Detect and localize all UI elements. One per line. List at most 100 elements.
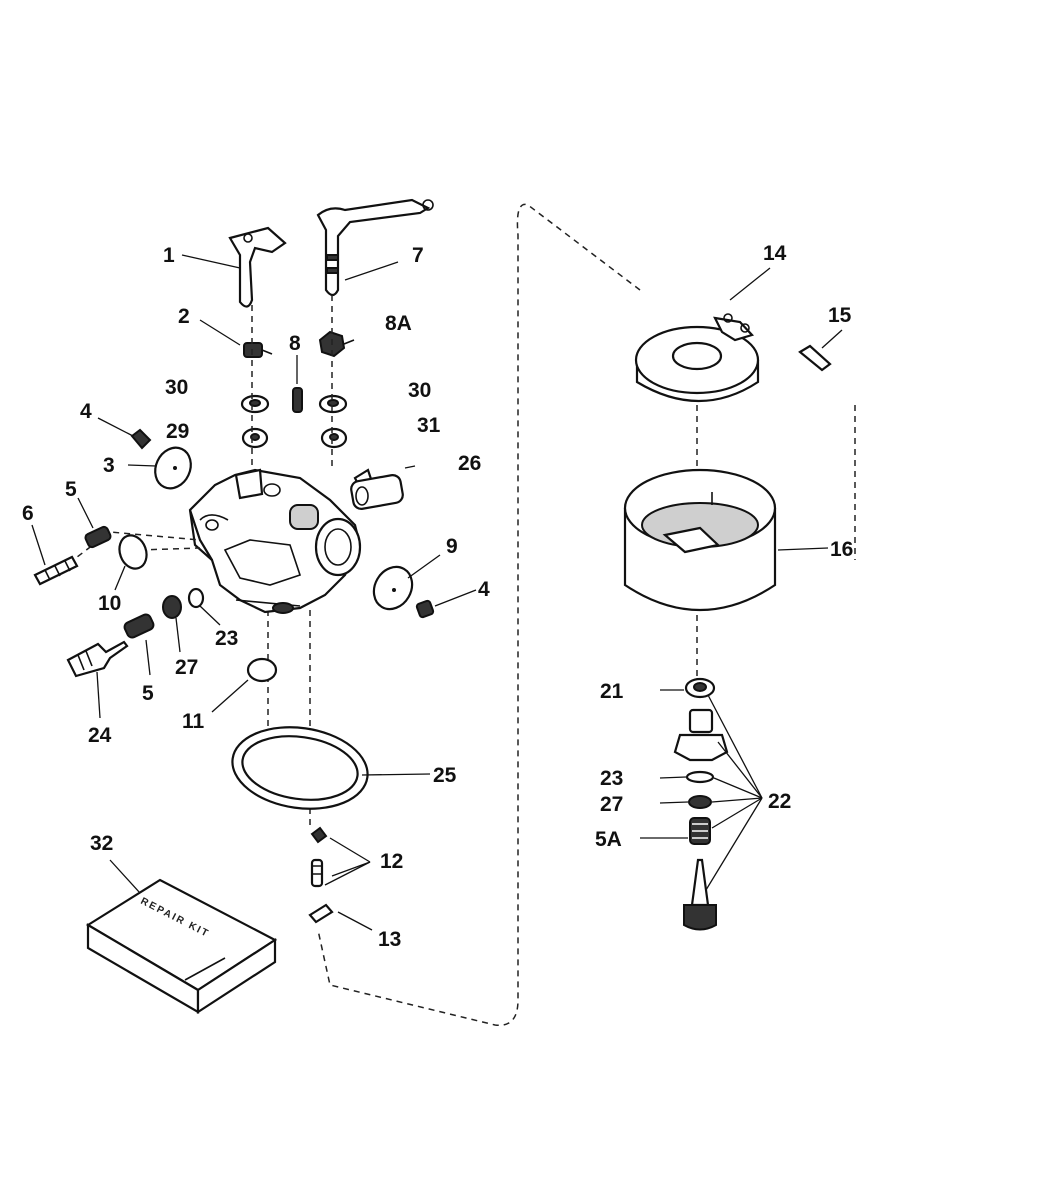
callout-14: 14	[763, 242, 787, 265]
leader-15	[821, 329, 843, 349]
part-21-washer	[684, 677, 716, 699]
part-30-washer-right	[318, 394, 348, 414]
part-29-seal	[241, 427, 269, 449]
callout-5b: 5	[142, 682, 154, 705]
leader-12c	[331, 861, 371, 877]
leader-22d	[711, 797, 763, 803]
leader-14	[729, 267, 771, 301]
callout-9: 9	[446, 535, 458, 558]
assembly-boundary	[317, 203, 641, 1027]
part-6-idle-screw	[33, 555, 79, 586]
axis-main	[139, 547, 201, 551]
part-12-needle-seat	[310, 826, 328, 888]
part-3-throttle-plate	[154, 446, 192, 490]
part-5a-spring	[689, 817, 711, 845]
callout-13: 13	[378, 928, 401, 951]
part-25-gasket	[231, 726, 369, 810]
leader-32	[109, 859, 141, 894]
callout-24: 24	[88, 724, 112, 747]
part-4-screw-lower	[415, 599, 435, 619]
part-7-choke-lever	[316, 198, 434, 297]
callout-26: 26	[458, 452, 481, 475]
callout-27b: 27	[600, 793, 623, 816]
part-26-fuel-inlet	[350, 468, 404, 510]
part-24-main-needle	[66, 640, 129, 678]
callout-23b: 23	[600, 767, 623, 790]
callout-31: 31	[417, 414, 441, 437]
part-13-pin	[308, 903, 334, 924]
leader-4b	[434, 589, 477, 607]
callout-4b: 4	[478, 578, 490, 601]
callout-8: 8	[289, 332, 301, 355]
leader-9	[407, 554, 441, 579]
part-23-washer-left	[187, 587, 205, 609]
part-14-float	[634, 313, 760, 403]
leader-5a	[77, 497, 94, 529]
leader-16	[777, 547, 829, 551]
callout-29: 29	[166, 420, 189, 443]
leader-12b	[324, 861, 371, 886]
part-30-washer-left	[240, 394, 270, 414]
callout-15: 15	[828, 304, 852, 327]
callout-16: 16	[830, 538, 853, 561]
callout-27a: 27	[175, 656, 198, 679]
leader-12a	[329, 837, 371, 863]
leader-27a	[175, 617, 181, 653]
leader-27b	[659, 801, 689, 804]
leader-10	[114, 565, 126, 591]
leader-7	[344, 261, 399, 281]
carburetor-body	[188, 468, 362, 614]
leader-24	[96, 671, 101, 719]
part-32-repair-kit: REPAIR KIT	[85, 878, 278, 1015]
leader-26	[404, 465, 416, 469]
callout-12: 12	[380, 850, 403, 873]
callout-6: 6	[22, 502, 34, 525]
callout-2: 2	[178, 305, 190, 328]
part-4-screw-upper	[130, 428, 152, 450]
callout-3: 3	[103, 454, 115, 477]
part-5-spring-upper	[84, 525, 112, 549]
part-31-seal	[320, 427, 348, 449]
part-27-o-ring-left	[162, 595, 182, 619]
callout-5a: 5	[65, 478, 77, 501]
part-9-choke-plate	[372, 565, 414, 611]
callout-10: 10	[98, 592, 121, 615]
leader-11	[211, 679, 249, 713]
part-2-screw	[243, 342, 273, 358]
leader-25	[361, 773, 431, 776]
leader-23b	[659, 776, 687, 779]
callout-4a: 4	[80, 400, 92, 423]
part-5-spring-lower	[123, 613, 155, 639]
leader-22c	[713, 777, 763, 799]
callout-11: 11	[182, 710, 205, 733]
part-23-washer-right	[685, 770, 715, 784]
callout-21: 21	[600, 680, 624, 703]
leader-23a	[199, 605, 221, 626]
callout-22: 22	[768, 790, 791, 813]
part-16-float-bowl	[623, 468, 777, 612]
part-10-o-ring	[118, 534, 148, 570]
leader-22a	[707, 694, 763, 799]
callout-8A: 8A	[385, 312, 412, 335]
leader-4a	[97, 417, 134, 437]
callout-30b: 30	[408, 379, 431, 402]
leader-6	[31, 524, 46, 566]
callout-5A: 5A	[595, 828, 622, 851]
callout-32: 32	[90, 832, 113, 855]
part-27-o-ring-right	[688, 795, 712, 809]
part-11-welch-plug	[246, 657, 278, 683]
leader-22b	[717, 741, 763, 799]
leader-22e	[711, 797, 763, 829]
axis-idle	[59, 531, 201, 571]
callout-7: 7	[412, 244, 424, 267]
part-22-bowl-nut	[673, 708, 729, 762]
leader-3	[127, 464, 157, 467]
callout-23a: 23	[215, 627, 238, 650]
leader-2	[199, 319, 241, 346]
leader-1	[181, 254, 241, 269]
leader-5b	[145, 639, 151, 676]
leader-13	[337, 911, 373, 931]
callout-30a: 30	[165, 376, 188, 399]
part-8-pin	[292, 387, 303, 413]
